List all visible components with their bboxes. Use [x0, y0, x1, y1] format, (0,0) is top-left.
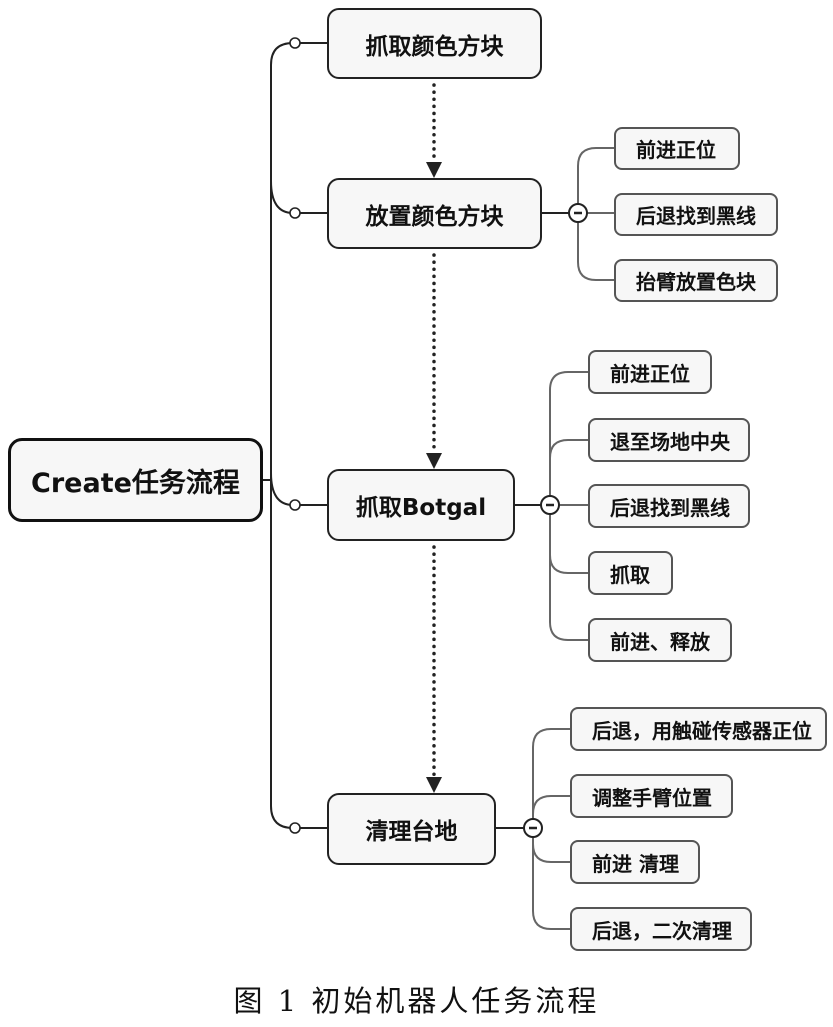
child-node[interactable]: 后退找到黑线	[588, 484, 750, 528]
branch-2-child-connector	[549, 371, 588, 391]
branch-node-label: 抓取颜色方块	[365, 33, 504, 60]
arrow-down-icon	[426, 162, 442, 178]
child-node[interactable]: 前进、释放	[588, 618, 732, 662]
child-node-label: 调整手臂位置	[592, 785, 712, 810]
branch-joint-icon	[289, 37, 301, 49]
branch-2-child-connector	[549, 554, 588, 574]
child-node[interactable]: 后退，用触碰传感器正位	[570, 707, 827, 751]
child-node[interactable]: 后退找到黑线	[614, 193, 778, 236]
child-node[interactable]: 后退，二次清理	[570, 907, 752, 951]
child-node-label: 后退找到黑线	[636, 204, 756, 228]
child-node[interactable]: 退至场地中央	[588, 418, 750, 462]
branch-1-child-connector	[577, 147, 614, 167]
figure-caption: 图 1 初始机器人任务流程	[233, 984, 600, 1018]
child-node-label: 前进 清理	[592, 851, 679, 876]
collapse-minus-icon[interactable]	[568, 203, 588, 223]
branch-node-label: 抓取Botgal	[355, 495, 487, 521]
branch-curve	[270, 472, 294, 506]
branch-curve	[270, 42, 294, 66]
branch-3-child-connector	[532, 910, 570, 930]
child-node[interactable]: 前进正位	[588, 350, 712, 394]
child-node-label: 前进、释放	[610, 629, 710, 654]
branch-node-label: 放置颜色方块	[365, 203, 504, 230]
branch-node-place-color-block[interactable]: 放置颜色方块	[327, 178, 542, 249]
child-node[interactable]: 调整手臂位置	[570, 774, 733, 818]
child-node-label: 抓取	[610, 562, 650, 587]
branch-3-child-connector	[532, 795, 570, 815]
branch-joint-icon	[289, 207, 301, 219]
branch-1-child-connector	[577, 261, 614, 281]
root-node-label: Create任务流程	[31, 467, 240, 499]
child-node-label: 退至场地中央	[610, 429, 730, 454]
child-node-label: 后退找到黑线	[610, 495, 730, 520]
child-node-label: 后退，用触碰传感器正位	[592, 718, 812, 743]
child-node-label: 前进正位	[636, 138, 716, 162]
child-node[interactable]: 抓取	[588, 551, 673, 595]
branch-node-grab-botgal[interactable]: 抓取Botgal	[327, 469, 515, 541]
branch-3-child-connector	[532, 728, 570, 748]
branch-joint-icon	[289, 499, 301, 511]
collapse-minus-icon[interactable]	[523, 818, 543, 838]
branch-node-label: 清理台地	[365, 819, 458, 845]
child-node[interactable]: 前进 清理	[570, 840, 700, 884]
child-node-label: 前进正位	[610, 361, 690, 386]
collapse-minus-icon[interactable]	[540, 495, 560, 515]
branch-2-child-connector	[549, 621, 588, 641]
branch-node-grab-color-block[interactable]: 抓取颜色方块	[327, 8, 542, 79]
child-node-label: 后退，二次清理	[592, 918, 732, 943]
branch-2-child-connector	[549, 439, 588, 459]
child-node[interactable]: 抬臂放置色块	[614, 259, 778, 302]
child-node[interactable]: 前进正位	[614, 127, 740, 170]
branch-3-child-connector	[532, 843, 570, 863]
root-node[interactable]: Create任务流程	[8, 438, 263, 522]
arrow-down-icon	[426, 777, 442, 793]
branch-curve	[270, 805, 294, 829]
branch-joint-icon	[289, 822, 301, 834]
branch-curve	[270, 180, 294, 214]
branch-node-clean-platform[interactable]: 清理台地	[327, 793, 496, 865]
arrow-down-icon	[426, 453, 442, 469]
child-node-label: 抬臂放置色块	[636, 270, 756, 294]
